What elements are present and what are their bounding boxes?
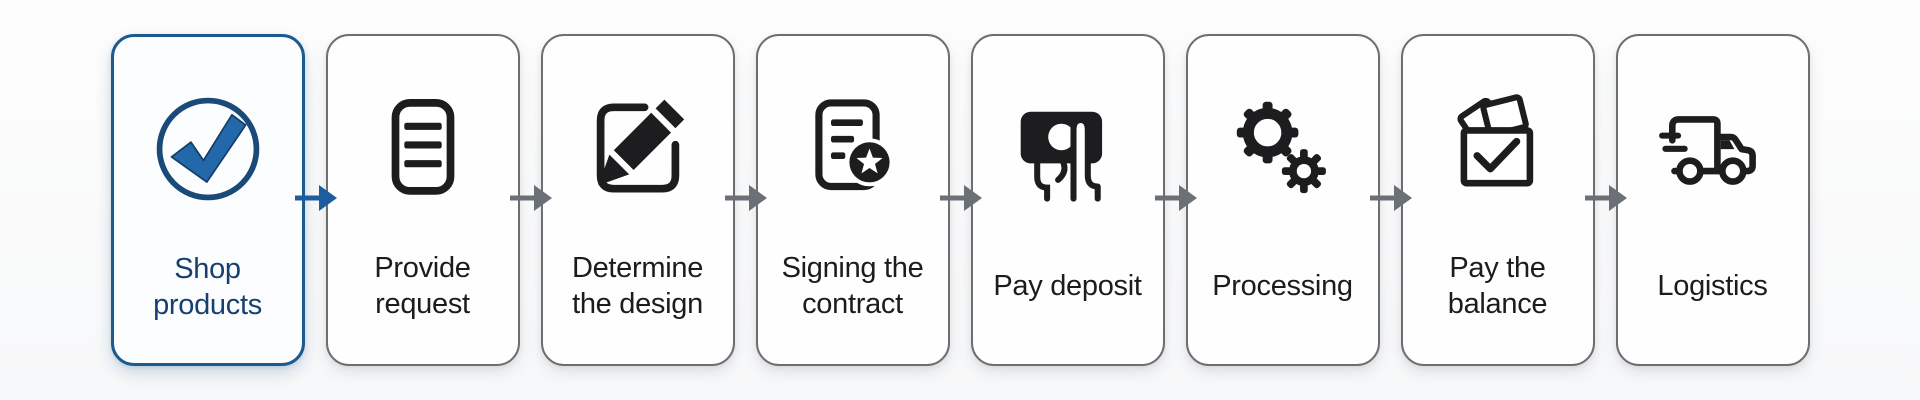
step-label-line: Processing	[1212, 270, 1353, 302]
step-card: Provide request	[325, 34, 520, 366]
step-label-line: contract	[802, 288, 903, 320]
flow-arrow	[1154, 180, 1197, 220]
step-label: Signing the contract	[763, 250, 943, 322]
step-label-line: Logistics	[1657, 270, 1768, 302]
arrow-right-icon	[724, 185, 767, 211]
document-lines-icon	[368, 93, 478, 203]
step-label-line: balance	[1447, 288, 1548, 320]
step-label: Logistics	[1623, 268, 1803, 304]
step-label: Pay the balance	[1408, 250, 1588, 322]
step-label: Provide request	[333, 250, 513, 322]
design-pencil-icon	[583, 93, 693, 203]
step-card: Shop products	[110, 34, 305, 366]
step-label: Pay deposit	[978, 268, 1158, 304]
arrow-right-icon	[1154, 185, 1197, 211]
step-label-line: Pay deposit	[993, 270, 1142, 302]
arrow-right-icon	[509, 185, 552, 211]
step-label-line: request	[375, 288, 470, 320]
check-circle-icon	[151, 92, 265, 206]
hand-payment-icon	[1013, 93, 1123, 203]
contract-star-icon	[798, 93, 908, 203]
flow-arrow	[509, 180, 552, 220]
arrow-right-icon	[294, 185, 337, 211]
step-card: Processing	[1185, 34, 1380, 366]
step-label-line: Pay the	[1449, 252, 1546, 284]
step-label: Processing	[1193, 268, 1373, 304]
step-label-line: Determine	[571, 252, 704, 284]
step-label-line: products	[153, 289, 262, 321]
step-label: Shop products	[119, 251, 297, 323]
step-card: Pay deposit	[970, 34, 1165, 366]
flow-arrow	[1584, 180, 1627, 220]
arrow-right-icon	[1584, 185, 1627, 211]
gears-icon	[1228, 93, 1338, 203]
arrow-right-icon	[939, 185, 982, 211]
flow-arrow	[939, 180, 982, 220]
step-label-line: Provide	[374, 252, 471, 284]
flow-arrow	[724, 180, 767, 220]
step-card: Pay the balance	[1400, 34, 1595, 366]
wallet-check-icon	[1443, 93, 1553, 203]
step-card: Logistics	[1615, 34, 1810, 366]
step-label-line: Signing the	[781, 252, 924, 284]
flow-arrow	[294, 180, 337, 220]
step-card: Signing the contract	[755, 34, 950, 366]
step-label: Determine the design	[548, 250, 728, 322]
delivery-truck-icon	[1658, 93, 1768, 203]
step-label-line: the design	[572, 288, 703, 320]
step-label-line: Shop	[174, 253, 241, 285]
flow-arrow	[1369, 180, 1412, 220]
step-card: Determine the design	[540, 34, 735, 366]
arrow-right-icon	[1369, 185, 1412, 211]
